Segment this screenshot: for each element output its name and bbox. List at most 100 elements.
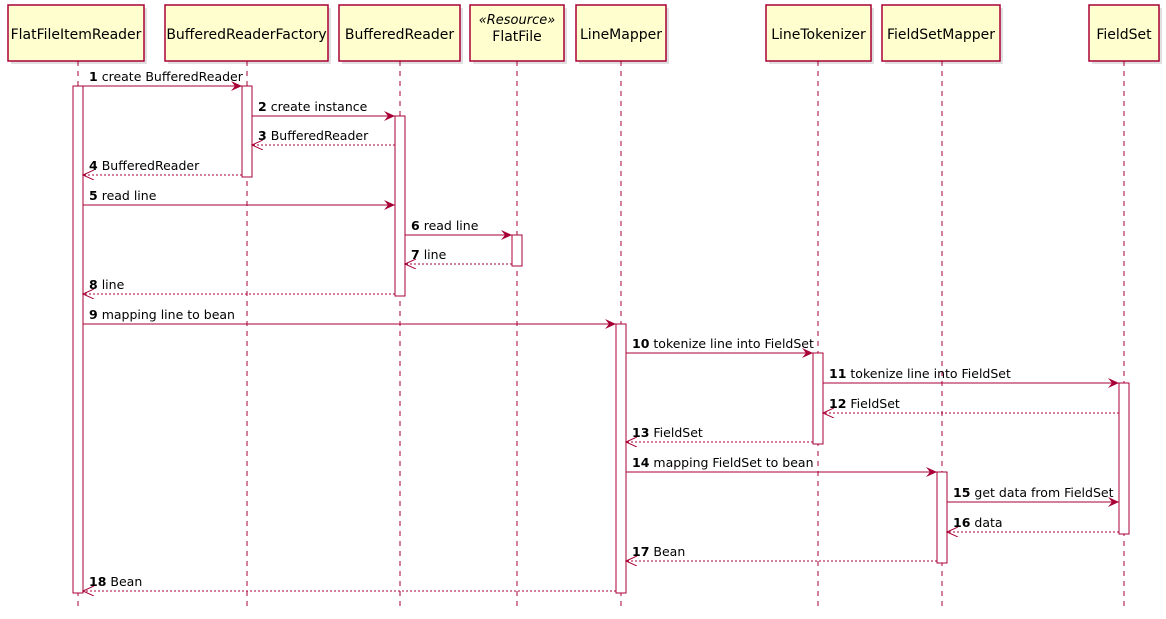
message-text: read line xyxy=(424,218,479,233)
message-text: line xyxy=(102,277,125,292)
message-text: FieldSet xyxy=(653,425,702,440)
message-15: 15 get data from FieldSet xyxy=(947,485,1119,507)
message-3: 3 BufferedReader xyxy=(252,128,395,145)
message-label: 2 create instance xyxy=(258,99,368,114)
message-6: 6 read line xyxy=(405,218,512,240)
message-label: 9 mapping line to bean xyxy=(89,307,235,322)
message-number: 1 xyxy=(89,69,98,84)
message-text: tokenize line into FieldSet xyxy=(653,336,814,351)
message-18: 18 Bean xyxy=(83,574,616,591)
participant-flat-file: «Resource»FlatFile xyxy=(469,4,567,64)
message-text: mapping line to bean xyxy=(102,307,235,322)
message-number: 4 xyxy=(89,158,98,173)
activation-bar-line-mapper xyxy=(615,323,627,594)
message-label: 1 create BufferedReader xyxy=(89,69,244,84)
message-text: create BufferedReader xyxy=(102,69,244,84)
message-number: 7 xyxy=(411,247,420,262)
message-number: 8 xyxy=(89,277,98,292)
participant-box xyxy=(469,4,565,62)
message-text: line xyxy=(424,247,447,262)
message-label: 18 Bean xyxy=(89,574,142,589)
message-text: get data from FieldSet xyxy=(974,485,1113,500)
participant-line-tokenizer: LineTokenizer xyxy=(765,4,874,64)
message-text: tokenize line into FieldSet xyxy=(850,366,1011,381)
message-11: 11 tokenize line into FieldSet xyxy=(823,366,1119,388)
message-number: 11 xyxy=(829,366,846,381)
participant-name: FieldSet xyxy=(1096,27,1152,43)
participant-box xyxy=(1088,4,1160,62)
message-text: data xyxy=(974,515,1002,530)
message-number: 9 xyxy=(89,307,98,322)
message-13: 13 FieldSet xyxy=(626,425,813,442)
message-label: 4 BufferedReader xyxy=(89,158,200,173)
participant-box xyxy=(881,4,1001,62)
message-number: 5 xyxy=(89,188,98,203)
participant-name: FlatFile xyxy=(492,29,541,45)
message-12: 12 FieldSet xyxy=(823,396,1119,413)
participant-box xyxy=(7,4,145,62)
participant-field-set: FieldSet xyxy=(1088,4,1162,64)
message-1: 1 create BufferedReader xyxy=(83,69,244,91)
message-text: mapping FieldSet to bean xyxy=(653,455,813,470)
message-number: 10 xyxy=(632,336,650,351)
participant-box xyxy=(765,4,872,62)
message-label: 7 line xyxy=(411,247,447,262)
activation-bar-field-set xyxy=(1118,382,1130,535)
participant-name: FieldSetMapper xyxy=(887,27,995,43)
message-9: 9 mapping line to bean xyxy=(83,307,616,329)
message-label: 5 read line xyxy=(89,188,157,203)
message-number: 17 xyxy=(632,544,649,559)
message-text: BufferedReader xyxy=(102,158,200,173)
activation-bars xyxy=(72,85,1130,594)
message-number: 15 xyxy=(953,485,970,500)
message-label: 8 line xyxy=(89,277,125,292)
message-number: 18 xyxy=(89,574,106,589)
participant-name: LineTokenizer xyxy=(771,27,866,43)
message-number: 12 xyxy=(829,396,846,411)
message-number: 3 xyxy=(258,128,267,143)
participant-buffered-reader: BufferedReader xyxy=(338,4,463,64)
activation-bar-buffered-reader-factory xyxy=(241,85,253,178)
message-number: 16 xyxy=(953,515,971,530)
message-label: 6 read line xyxy=(411,218,479,233)
activation-bar-buffered-reader xyxy=(394,115,406,297)
message-number: 6 xyxy=(411,218,420,233)
message-text: create instance xyxy=(271,99,368,114)
participant-buffered-reader-factory: BufferedReaderFactory xyxy=(164,4,331,64)
message-label: 13 FieldSet xyxy=(632,425,703,440)
message-text: read line xyxy=(102,188,157,203)
message-2: 2 create instance xyxy=(252,99,395,121)
message-text: FieldSet xyxy=(850,396,899,411)
message-number: 13 xyxy=(632,425,649,440)
message-text: Bean xyxy=(110,574,142,589)
participant-box xyxy=(575,4,667,62)
message-number: 14 xyxy=(632,455,650,470)
message-label: 15 get data from FieldSet xyxy=(953,485,1114,500)
message-number: 2 xyxy=(258,99,267,114)
activation-bar-flat-file xyxy=(511,234,523,267)
activation-bar-flat-file-item-reader xyxy=(72,85,84,594)
participant-field-set-mapper: FieldSetMapper xyxy=(881,4,1003,64)
message-5: 5 read line xyxy=(83,188,395,210)
message-label: 12 FieldSet xyxy=(829,396,900,411)
participant-box xyxy=(338,4,461,62)
message-text: BufferedReader xyxy=(271,128,369,143)
message-label: 11 tokenize line into FieldSet xyxy=(829,366,1011,381)
participant-flat-file-item-reader: FlatFileItemReader xyxy=(7,4,147,64)
message-label: 3 BufferedReader xyxy=(258,128,369,143)
activation-bar-field-set-mapper xyxy=(936,471,948,564)
message-7: 7 line xyxy=(405,247,512,264)
participant-name: LineMapper xyxy=(580,27,662,43)
participant-box xyxy=(164,4,329,62)
